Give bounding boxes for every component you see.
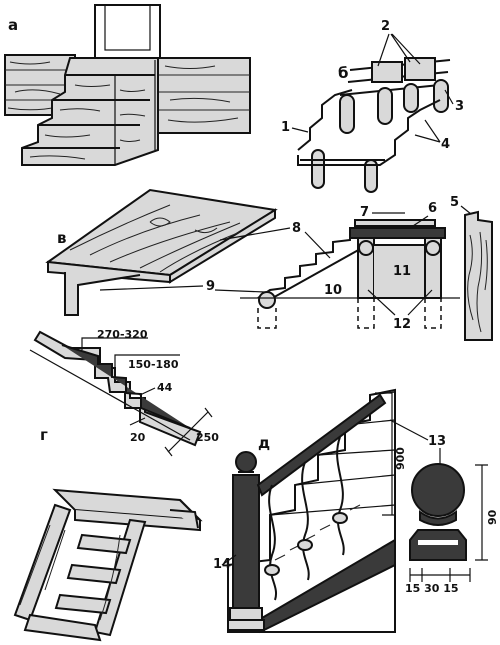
- callout-5: 5: [450, 195, 459, 210]
- tread: [66, 563, 122, 585]
- dim-stringer: 250: [196, 431, 219, 444]
- callout-7: 7: [360, 205, 369, 220]
- newel-cap: [235, 451, 257, 473]
- door-panel: [104, 4, 151, 51]
- panel-label-g: г: [40, 426, 48, 444]
- panel-label-b: б: [338, 64, 348, 82]
- board-profile: 5: [450, 195, 493, 341]
- dim-thickness: 20: [130, 431, 146, 444]
- stringer-left: [297, 89, 353, 151]
- panel-label-a: а: [8, 16, 18, 34]
- stringer-section: [33, 330, 202, 447]
- floor-tread: [23, 613, 102, 642]
- callout-6: 6: [428, 201, 437, 216]
- callout-2: 2: [381, 19, 390, 34]
- handrail: [256, 393, 387, 497]
- callout-13: 13: [428, 434, 446, 449]
- newel-post: [232, 474, 260, 611]
- balusters: [264, 436, 348, 601]
- post: [403, 83, 419, 113]
- panel-g-section: г 270-320 150-180 44 20 250: [29, 328, 219, 457]
- callout-10: 10: [324, 283, 342, 298]
- panel-label-v: в: [57, 229, 67, 247]
- log-wall-right: [157, 57, 251, 134]
- panel-a-entrance-steps: а: [4, 4, 251, 166]
- callout-11: 11: [393, 264, 411, 279]
- tread: [76, 533, 132, 555]
- callout-8: 8: [292, 221, 301, 236]
- callout-9: 9: [206, 279, 215, 294]
- callout-12: 12: [393, 317, 411, 332]
- stair-stringer-assembly: 7 6 10 11 12: [240, 201, 460, 332]
- post: [433, 79, 449, 113]
- post: [377, 87, 393, 125]
- panel-d-railing: д 900 14: [213, 388, 407, 634]
- panel-v-tread: в 9 8: [45, 188, 331, 316]
- entrance-steps: [21, 57, 159, 166]
- post: [339, 94, 355, 134]
- platform-board: [371, 61, 403, 83]
- callout-4: 4: [441, 137, 450, 152]
- stringer-beam: [259, 247, 363, 306]
- dim-riser: 150-180: [128, 358, 179, 371]
- callout-3: 3: [455, 99, 464, 114]
- callout-1: 1: [281, 120, 290, 135]
- step-profile: [257, 227, 362, 299]
- dim-handrail-height: 90: [486, 509, 499, 525]
- dim-nosing: 44: [157, 381, 173, 394]
- tread: [54, 593, 112, 615]
- handrail-profile: 13 15 30 15 90: [389, 419, 499, 595]
- post: [311, 149, 325, 189]
- dim-rail-height: 900: [394, 447, 407, 470]
- stair-opening: [13, 488, 203, 642]
- platform-board: [404, 57, 436, 81]
- landing-board: [349, 227, 446, 239]
- panel-label-d: д: [258, 434, 270, 452]
- dim-tread: 270-320: [97, 328, 148, 341]
- stringer-right: [297, 99, 441, 166]
- dim-handrail-base: 15 30 15: [405, 582, 459, 595]
- panel-b-frame: б 2 3 4 1: [281, 19, 464, 193]
- tread-bracket: [64, 272, 141, 316]
